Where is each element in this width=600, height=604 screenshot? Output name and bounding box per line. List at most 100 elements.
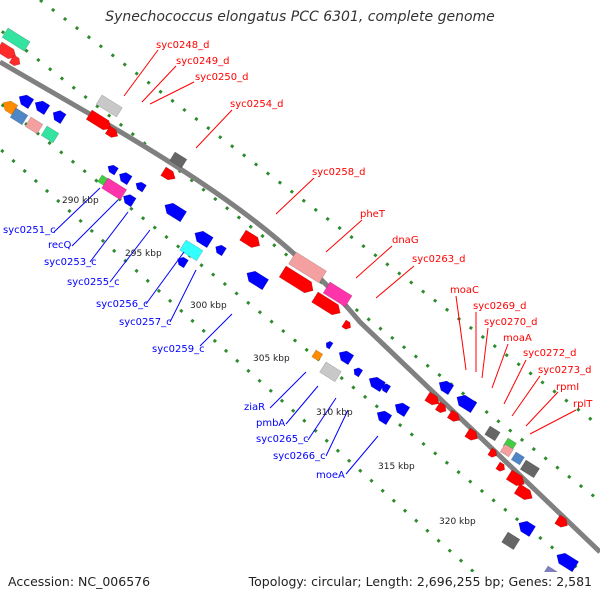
gene-feature[interactable] [366, 374, 386, 393]
leader-line [89, 211, 129, 263]
gene-feature[interactable] [134, 180, 147, 193]
gene-feature[interactable] [278, 265, 316, 296]
gene-feature[interactable] [434, 401, 448, 415]
gene-feature[interactable] [322, 281, 353, 308]
gene-label-syc0253[interactable]: syc0253_c [44, 257, 97, 268]
gene-label-syc0257[interactable]: syc0257_c [119, 317, 172, 328]
leader-line [195, 109, 233, 149]
gene-label-recQ[interactable]: recQ [48, 240, 72, 251]
gene-feature[interactable] [50, 108, 67, 125]
gene-label-syc0255[interactable]: syc0255_c [67, 277, 120, 288]
gene-label-ziaR[interactable]: ziaR [244, 402, 265, 413]
gene-feature[interactable] [288, 251, 327, 284]
gene-feature[interactable] [311, 349, 324, 362]
gene-feature[interactable] [175, 255, 189, 269]
gene-feature[interactable] [542, 565, 562, 583]
gene-feature[interactable] [319, 361, 342, 383]
gene-feature[interactable] [40, 125, 60, 144]
gene-feature[interactable] [0, 41, 19, 62]
gene-label-syc0259[interactable]: syc0259_c [152, 344, 205, 355]
leader-line [355, 245, 393, 279]
gene-label-syc0251[interactable]: syc0251_c [3, 225, 56, 236]
gene-feature[interactable] [519, 459, 540, 479]
gene-feature[interactable] [106, 163, 119, 176]
gene-label-pheT[interactable]: pheT [360, 209, 386, 220]
gene-feature[interactable] [554, 514, 570, 530]
gene-feature[interactable] [192, 228, 214, 249]
gene-feature[interactable] [464, 427, 480, 443]
gene-feature[interactable] [513, 483, 535, 503]
gene-feature[interactable] [499, 443, 514, 458]
gene-label-dnaG[interactable]: dnaG [392, 235, 419, 246]
guide-dots [39, 0, 600, 429]
gene-label-syc0270[interactable]: syc0270_d [484, 317, 537, 328]
gene-feature[interactable] [95, 94, 123, 118]
leader-line [109, 229, 151, 283]
gene-feature[interactable] [392, 400, 411, 418]
gene-feature[interactable] [1, 27, 31, 52]
gene-feature[interactable] [487, 447, 499, 459]
gene-feature[interactable] [436, 378, 455, 396]
gene-feature[interactable] [380, 382, 392, 394]
gene-feature[interactable] [117, 170, 133, 186]
leader-line [511, 375, 541, 417]
gene-label-syc0263[interactable]: syc0263_d [412, 254, 465, 265]
gene-label-syc0250[interactable]: syc0250_d [195, 72, 248, 83]
gene-feature[interactable] [510, 451, 525, 466]
gene-feature[interactable] [341, 319, 353, 331]
gene-feature[interactable] [32, 98, 51, 116]
gene-feature[interactable] [244, 268, 270, 291]
gene-label-syc0265[interactable]: syc0265_c [256, 434, 309, 445]
gene-feature[interactable] [311, 291, 344, 318]
label-leader-lines [53, 49, 577, 475]
gene-label-syc0249[interactable]: syc0249_d [176, 56, 229, 67]
gene-feature[interactable] [24, 116, 44, 135]
gene-label-syc0272[interactable]: syc0272_d [523, 348, 576, 359]
gene-feature[interactable] [454, 392, 478, 414]
gene-feature[interactable] [85, 109, 114, 133]
gene-label-rplT[interactable]: rplT [573, 399, 593, 410]
gene-label-syc0258[interactable]: syc0258_d [312, 167, 365, 178]
gene-label-syc0256[interactable]: syc0256_c [96, 299, 149, 310]
gene-feature[interactable] [446, 409, 462, 424]
gene-feature[interactable] [352, 366, 364, 378]
gene-feature[interactable] [169, 151, 188, 169]
gene-feature[interactable] [213, 243, 227, 257]
gene-feature[interactable] [121, 192, 137, 208]
forward-gene-labels: syc0248_d syc0249_d syc0250_d syc0254_d … [156, 40, 593, 410]
gene-feature[interactable] [179, 239, 204, 262]
leader-line [525, 391, 559, 427]
gene-feature[interactable] [160, 166, 178, 183]
gene-label-moeA[interactable]: moeA [316, 470, 345, 481]
gene-feature[interactable] [162, 200, 188, 223]
gene-label-syc0254[interactable]: syc0254_d [230, 99, 283, 110]
gene-feature[interactable] [516, 518, 536, 537]
gene-feature[interactable] [336, 348, 355, 366]
gene-feature[interactable] [484, 425, 501, 442]
gene-label-moaC[interactable]: moaC [450, 285, 479, 296]
gene-feature[interactable] [239, 229, 263, 251]
gene-label-syc0248[interactable]: syc0248_d [156, 40, 209, 51]
gene-label-pmbA[interactable]: pmbA [256, 418, 285, 429]
gene-feature[interactable] [101, 177, 128, 201]
gene-feature[interactable] [104, 125, 120, 140]
gene-feature[interactable] [501, 531, 521, 550]
leader-line [481, 327, 489, 379]
gene-label-syc0269[interactable]: syc0269_d [473, 301, 526, 312]
gene-label-syc0266[interactable]: syc0266_c [273, 451, 326, 462]
gene-feature[interactable] [9, 107, 29, 126]
scale-label: 305 kbp [253, 354, 290, 364]
gene-feature[interactable] [495, 461, 507, 473]
gene-feature[interactable] [324, 340, 334, 350]
gene-label-rpmI[interactable]: rpmI [556, 382, 579, 393]
gene-label-syc0273[interactable]: syc0273_d [538, 365, 591, 376]
gene-feature[interactable] [374, 408, 393, 426]
leader-line [199, 313, 233, 347]
gene-feature[interactable] [554, 550, 580, 572]
gene-feature[interactable] [8, 54, 22, 68]
gene-label-moaA[interactable]: moaA [503, 333, 532, 344]
gene-feature[interactable] [16, 92, 35, 110]
leader-line [169, 269, 197, 323]
gene-feature[interactable] [424, 391, 442, 408]
